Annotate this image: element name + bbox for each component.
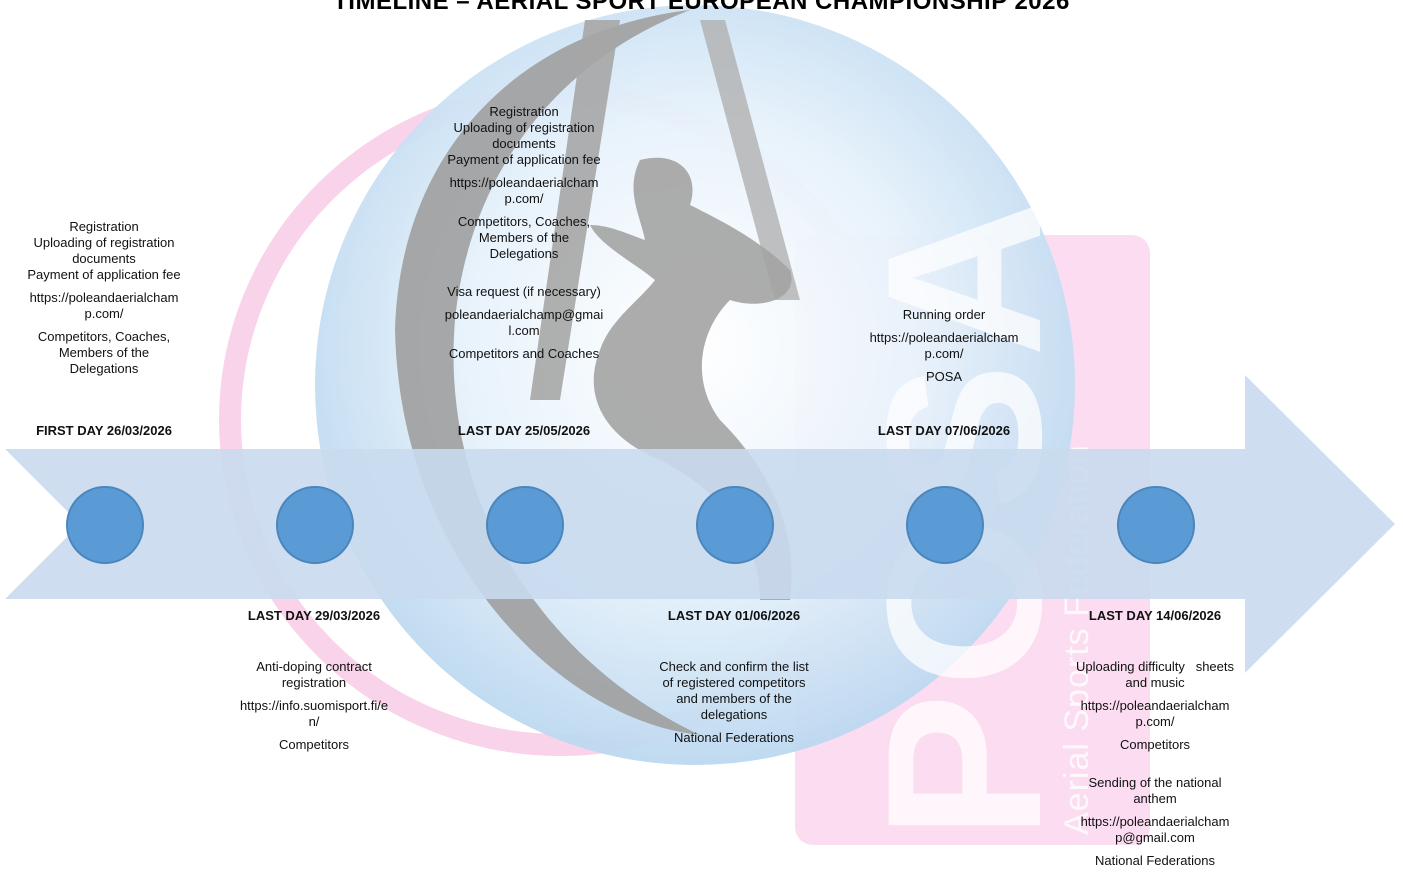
milestone-item: Visa request (if necessary) [434, 284, 614, 300]
milestone-date: LAST DAY 01/06/2026 [667, 608, 801, 623]
milestone-text-line: Competitors, Coaches, [37, 329, 171, 344]
milestone-text-line: Sending of the national [1088, 775, 1222, 790]
watermark-pole [530, 20, 620, 400]
timeline-node [486, 486, 564, 564]
watermark-ribbon [700, 20, 800, 300]
milestone-text-line: Members of the [58, 345, 150, 360]
milestone-text-line: documents [492, 136, 556, 151]
milestone-text-line: and music [1125, 675, 1185, 690]
milestone-text-line: https://poleandaerialcham [29, 290, 179, 305]
milestone-text-line: l.com [508, 323, 540, 338]
milestone-item: POSA [854, 369, 1034, 385]
milestone-text-line: delegations [700, 707, 768, 722]
milestone-text-line: anthem [1133, 791, 1177, 806]
milestone-text-line: Competitors [1119, 737, 1191, 752]
milestone-text-line: Visa request (if necessary) [447, 284, 601, 299]
milestone-text-line: National Federations [674, 730, 794, 745]
milestone-date: LAST DAY 29/03/2026 [247, 608, 381, 623]
milestone-item: Competitors [1060, 737, 1250, 753]
milestone-text-line: Uploading of registration [453, 120, 595, 135]
milestone-item: Running order [854, 307, 1034, 323]
milestone-text-line: Competitors [278, 737, 350, 752]
milestone-text-line: poleandaerialchamp@gmai [444, 307, 604, 322]
milestone-text-line: Anti-doping contract [256, 659, 372, 674]
milestone-item: National Federations [644, 730, 824, 746]
milestone-text-line: Registration [69, 219, 139, 234]
timeline-node [906, 486, 984, 564]
milestone-text-line: https://poleandaerialcham [1080, 814, 1230, 829]
milestone-date: FIRST DAY 26/03/2026 [36, 423, 172, 438]
milestone-text-line: of registered competitors [662, 675, 806, 690]
milestone-text-line: https://poleandaerialcham [449, 175, 599, 190]
milestone-text-line: n/ [308, 714, 320, 729]
timeline-node [66, 486, 144, 564]
milestone-text-line: https://poleandaerialcham [1080, 698, 1230, 713]
milestone-text-line: documents [72, 251, 136, 266]
timeline-node [276, 486, 354, 564]
milestone-date: LAST DAY 25/05/2026 [457, 423, 591, 438]
milestone-text-line: Uploading difficulty sheets [1075, 659, 1235, 674]
milestone-text-line: https://info.suomisport.fi/e [239, 698, 389, 713]
milestone-item: Competitors and Coaches [434, 346, 614, 362]
milestone-text-line: Payment of application fee [27, 267, 181, 282]
milestone-date: LAST DAY 07/06/2026 [877, 423, 1011, 438]
milestone-text-line: National Federations [1095, 853, 1215, 868]
milestone-text-line: Registration [489, 104, 559, 119]
milestone-text-line: and members of the [676, 691, 792, 706]
timeline-node [1117, 486, 1195, 564]
milestone-text-line: https://poleandaerialcham [869, 330, 1019, 345]
milestone-text-line: p.com/ [924, 346, 964, 361]
milestone-text-line: POSA [925, 369, 963, 384]
milestone-text-line: Members of the [478, 230, 570, 245]
milestone-text-line: Uploading of registration [33, 235, 175, 250]
page-title: TIMELINE – AERIAL SPORT EUROPEAN CHAMPIO… [333, 0, 1070, 15]
timeline-node [696, 486, 774, 564]
milestone-text-line: Competitors, Coaches, [457, 214, 591, 229]
milestone-item: Competitors [219, 737, 409, 753]
milestone-item: National Federations [1060, 853, 1250, 869]
milestone-text-line: Running order [902, 307, 986, 322]
milestone-text-line: p.com/ [1135, 714, 1175, 729]
milestone-date: LAST DAY 14/06/2026 [1088, 608, 1222, 623]
milestone-text-line: p.com/ [504, 191, 544, 206]
milestone-text-line: Payment of application fee [447, 152, 601, 167]
milestone-text-line: Delegations [489, 246, 559, 261]
milestone-text-line: Check and confirm the list [659, 659, 809, 674]
milestone-text-line: Competitors and Coaches [448, 346, 600, 361]
milestone-text-line: registration [281, 675, 347, 690]
milestone-text-line: p@gmail.com [1115, 830, 1195, 845]
milestone-text-line: Delegations [69, 361, 139, 376]
milestone-text-line: p.com/ [84, 306, 124, 321]
